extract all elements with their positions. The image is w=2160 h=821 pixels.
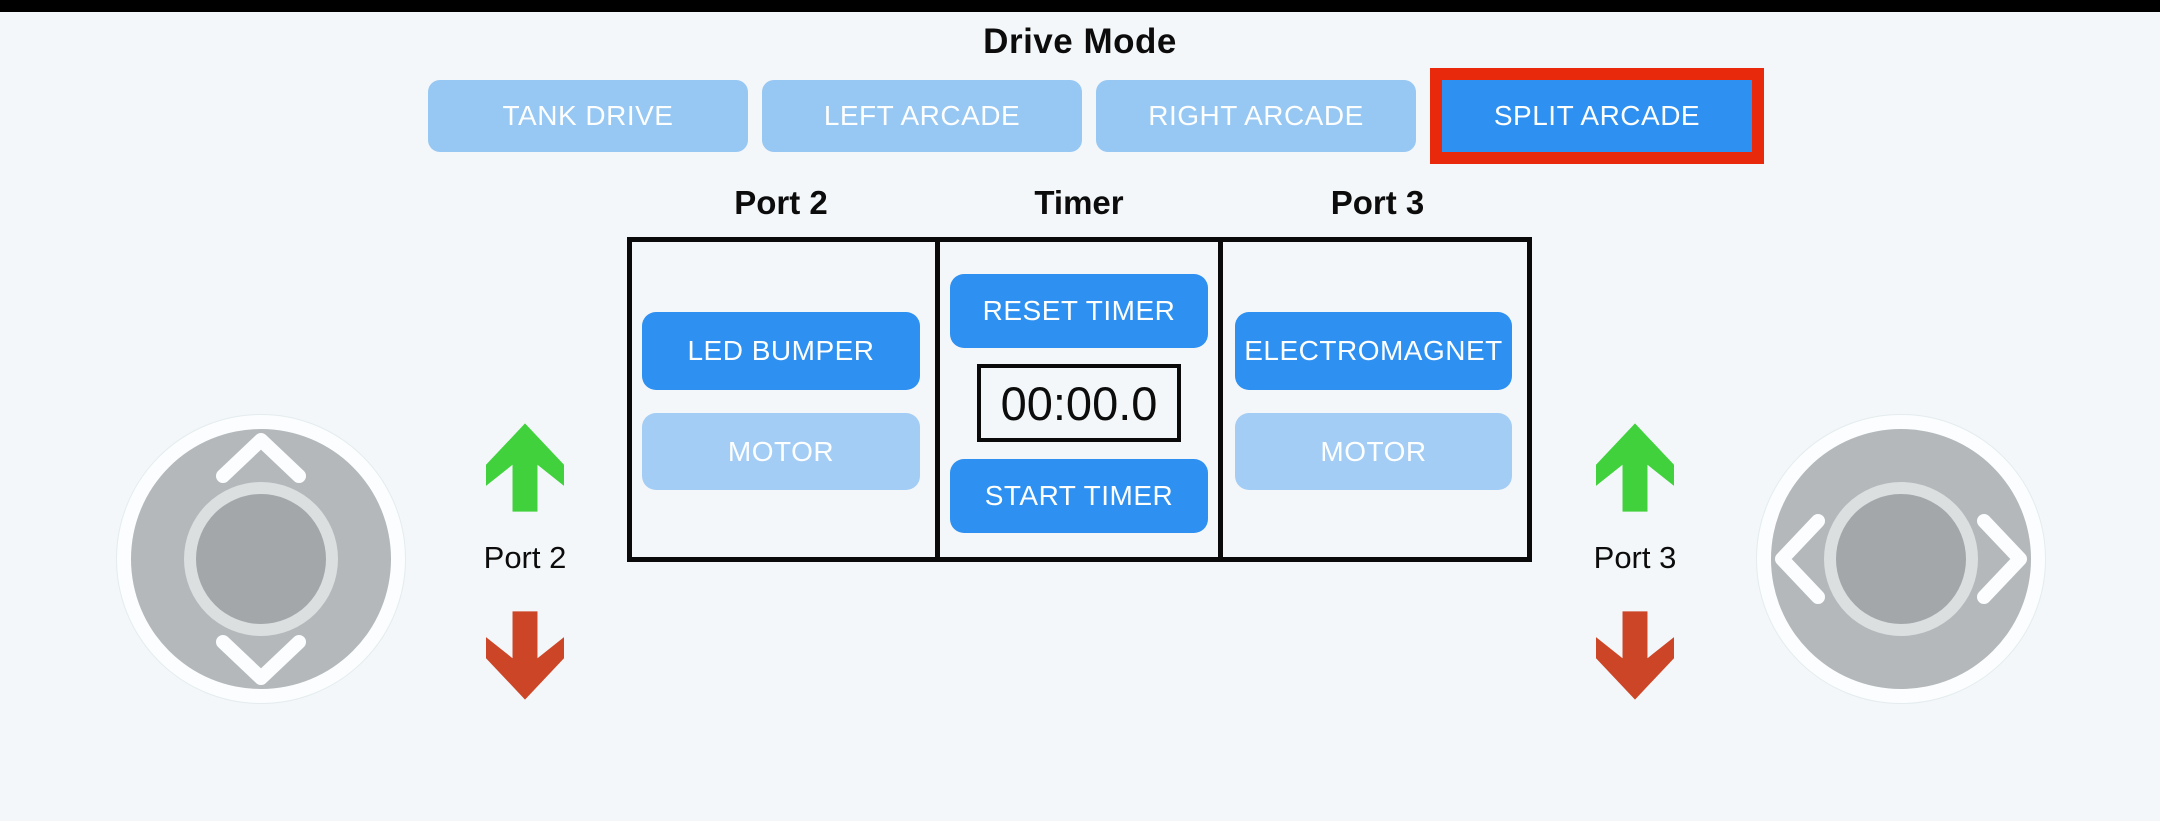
port2-column: LED BUMPER MOTOR <box>632 242 935 557</box>
port2-column-header: Port 2 <box>734 184 828 221</box>
tank-drive-button[interactable]: TANK DRIVE <box>428 80 748 152</box>
top-bar <box>0 0 2160 12</box>
timer-column-header: Timer <box>1034 184 1124 221</box>
drive-mode-title: Drive Mode <box>983 22 1177 61</box>
port3-column-header: Port 3 <box>1330 184 1425 221</box>
left-joystick[interactable] <box>116 414 406 704</box>
port2-motor-button[interactable]: MOTOR <box>642 413 920 490</box>
port3-indicator-label: Port 3 <box>1593 540 1677 575</box>
split-arcade-button[interactable]: SPLIT ARCADE <box>1442 80 1752 152</box>
port3-motor-button[interactable]: MOTOR <box>1235 413 1512 490</box>
port2-up-arrow-icon <box>486 423 564 512</box>
drive-mode-button-row: TANK DRIVE LEFT ARCADE RIGHT ARCADE SPLI… <box>428 68 1764 164</box>
selected-mode-frame: SPLIT ARCADE <box>1430 68 1764 164</box>
led-bumper-button[interactable]: LED BUMPER <box>642 312 920 390</box>
control-table: LED BUMPER MOTOR RESET TIMER 00:00.0 STA… <box>627 237 1532 562</box>
timer-column: RESET TIMER 00:00.0 START TIMER <box>935 242 1223 557</box>
reset-timer-button[interactable]: RESET TIMER <box>950 274 1208 348</box>
right-joystick-knob[interactable] <box>1836 494 1966 624</box>
port2-down-arrow-icon <box>486 611 564 700</box>
right-joystick[interactable] <box>1756 414 2046 704</box>
port3-down-arrow-icon <box>1596 611 1674 700</box>
left-arcade-button[interactable]: LEFT ARCADE <box>762 80 1082 152</box>
port2-indicator-label: Port 2 <box>483 540 567 575</box>
panel-headers: Port 2 Timer Port 3 <box>627 184 1532 222</box>
electromagnet-button[interactable]: ELECTROMAGNET <box>1235 312 1512 390</box>
right-arcade-button[interactable]: RIGHT ARCADE <box>1096 80 1416 152</box>
port3-column: ELECTROMAGNET MOTOR <box>1223 242 1527 557</box>
start-timer-button[interactable]: START TIMER <box>950 459 1208 533</box>
left-joystick-knob[interactable] <box>196 494 326 624</box>
timer-display: 00:00.0 <box>977 364 1181 442</box>
port3-up-arrow-icon <box>1596 423 1674 512</box>
